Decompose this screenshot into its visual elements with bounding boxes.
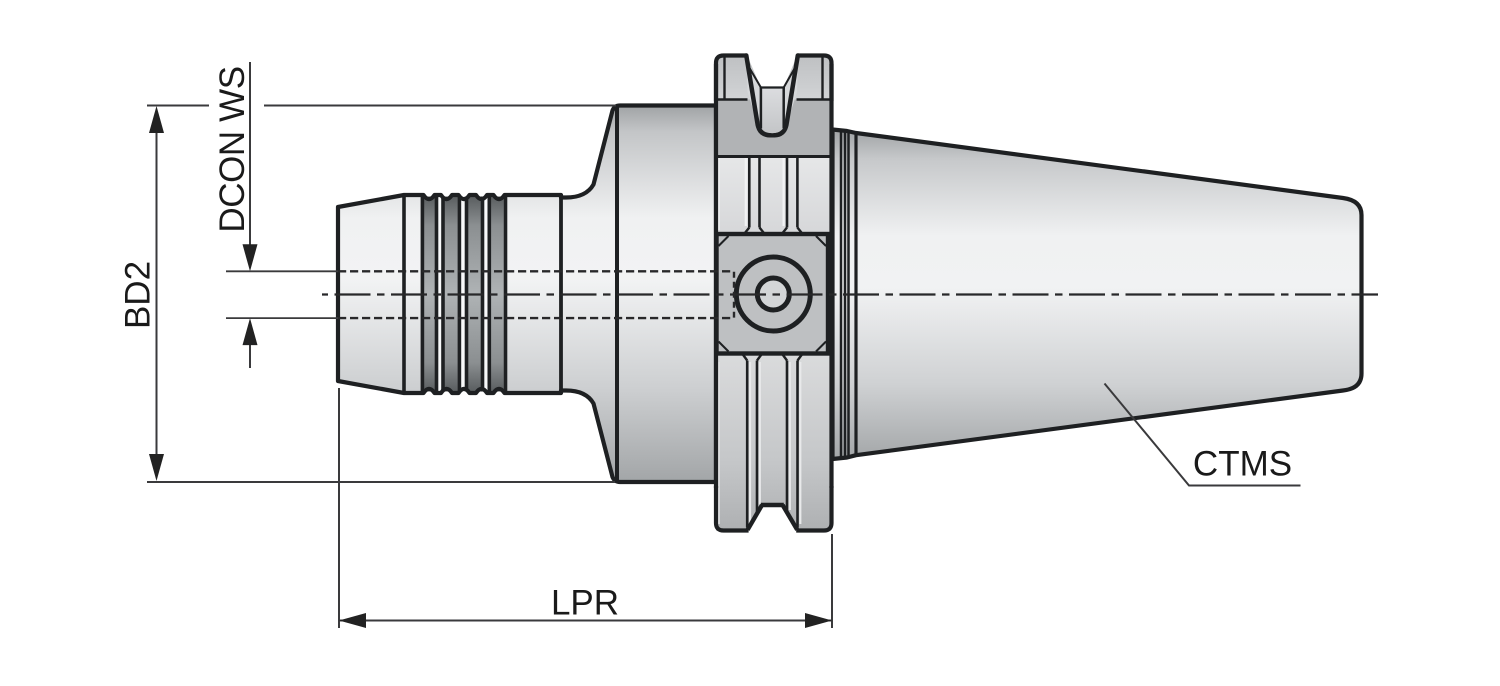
svg-text:DCON WS: DCON WS (213, 66, 252, 232)
svg-text:LPR: LPR (551, 584, 619, 623)
svg-text:BD2: BD2 (119, 261, 158, 329)
svg-text:CTMS: CTMS (1193, 445, 1292, 484)
